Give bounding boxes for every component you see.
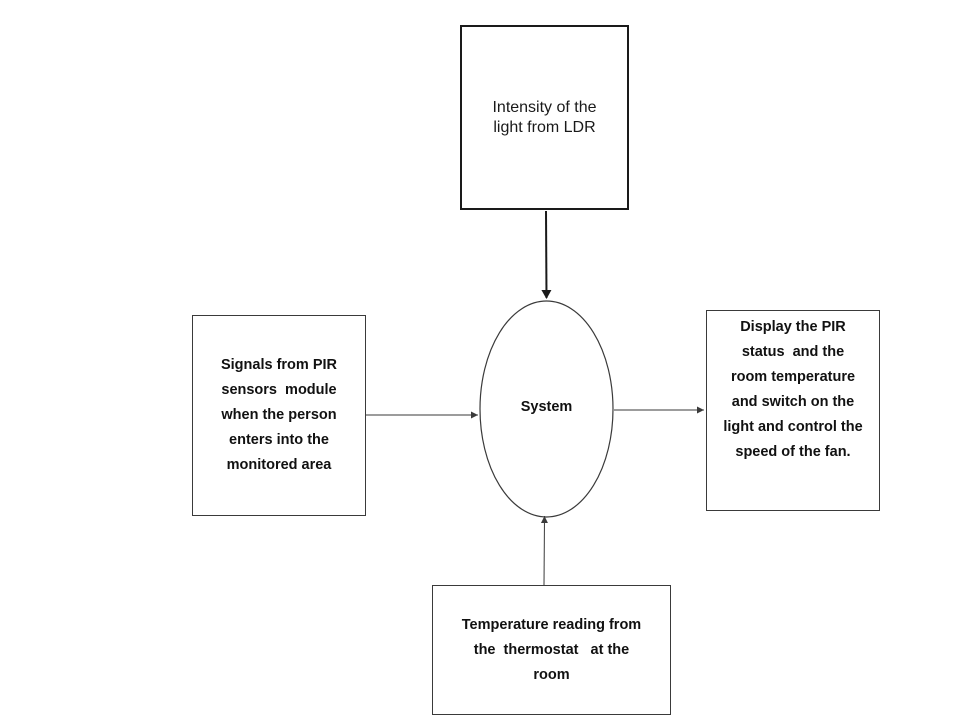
ldr-node-text: Intensity of the light from LDR: [492, 98, 596, 138]
ldr-node-line: Intensity of the: [492, 98, 597, 116]
output-node-line: light and control the: [723, 419, 863, 435]
output-node-line: status and the: [741, 344, 845, 360]
system-node-label: System: [520, 399, 573, 415]
pir-node-line: Signals from PIR: [220, 357, 338, 373]
output-node-line: and switch on the: [731, 394, 855, 410]
output-node-line: Display the PIR: [740, 319, 846, 335]
temperature-node-text: Temperature reading from the thermostat …: [462, 613, 641, 688]
ldr-node-line: light from LDR: [493, 118, 596, 136]
output-node-line: speed of the fan.: [735, 444, 851, 460]
edge-temperature-to-system: [540, 515, 548, 586]
temperature-input-node: Temperature reading from the thermostat …: [432, 585, 671, 715]
ldr-input-node: Intensity of the light from LDR: [460, 25, 629, 210]
temperature-node-line: the thermostat at the: [473, 641, 630, 658]
temperature-node-line: room: [533, 666, 570, 683]
pir-node-line: when the person: [221, 407, 337, 423]
output-node: Display the PIR status and the room temp…: [706, 310, 880, 511]
pir-node-line: sensors module: [221, 382, 337, 398]
pir-node-text: Signals from PIR sensors module when the…: [221, 353, 337, 478]
temperature-node-line: Temperature reading from: [461, 616, 642, 633]
output-node-line: room temperature: [730, 369, 856, 385]
pir-node-line: enters into the: [229, 432, 329, 448]
pir-node-line: monitored area: [226, 457, 332, 473]
edge-ldr-to-system: [541, 210, 552, 299]
output-node-text: Display the PIR status and the room temp…: [723, 315, 862, 465]
pir-input-node: Signals from PIR sensors module when the…: [192, 315, 366, 516]
